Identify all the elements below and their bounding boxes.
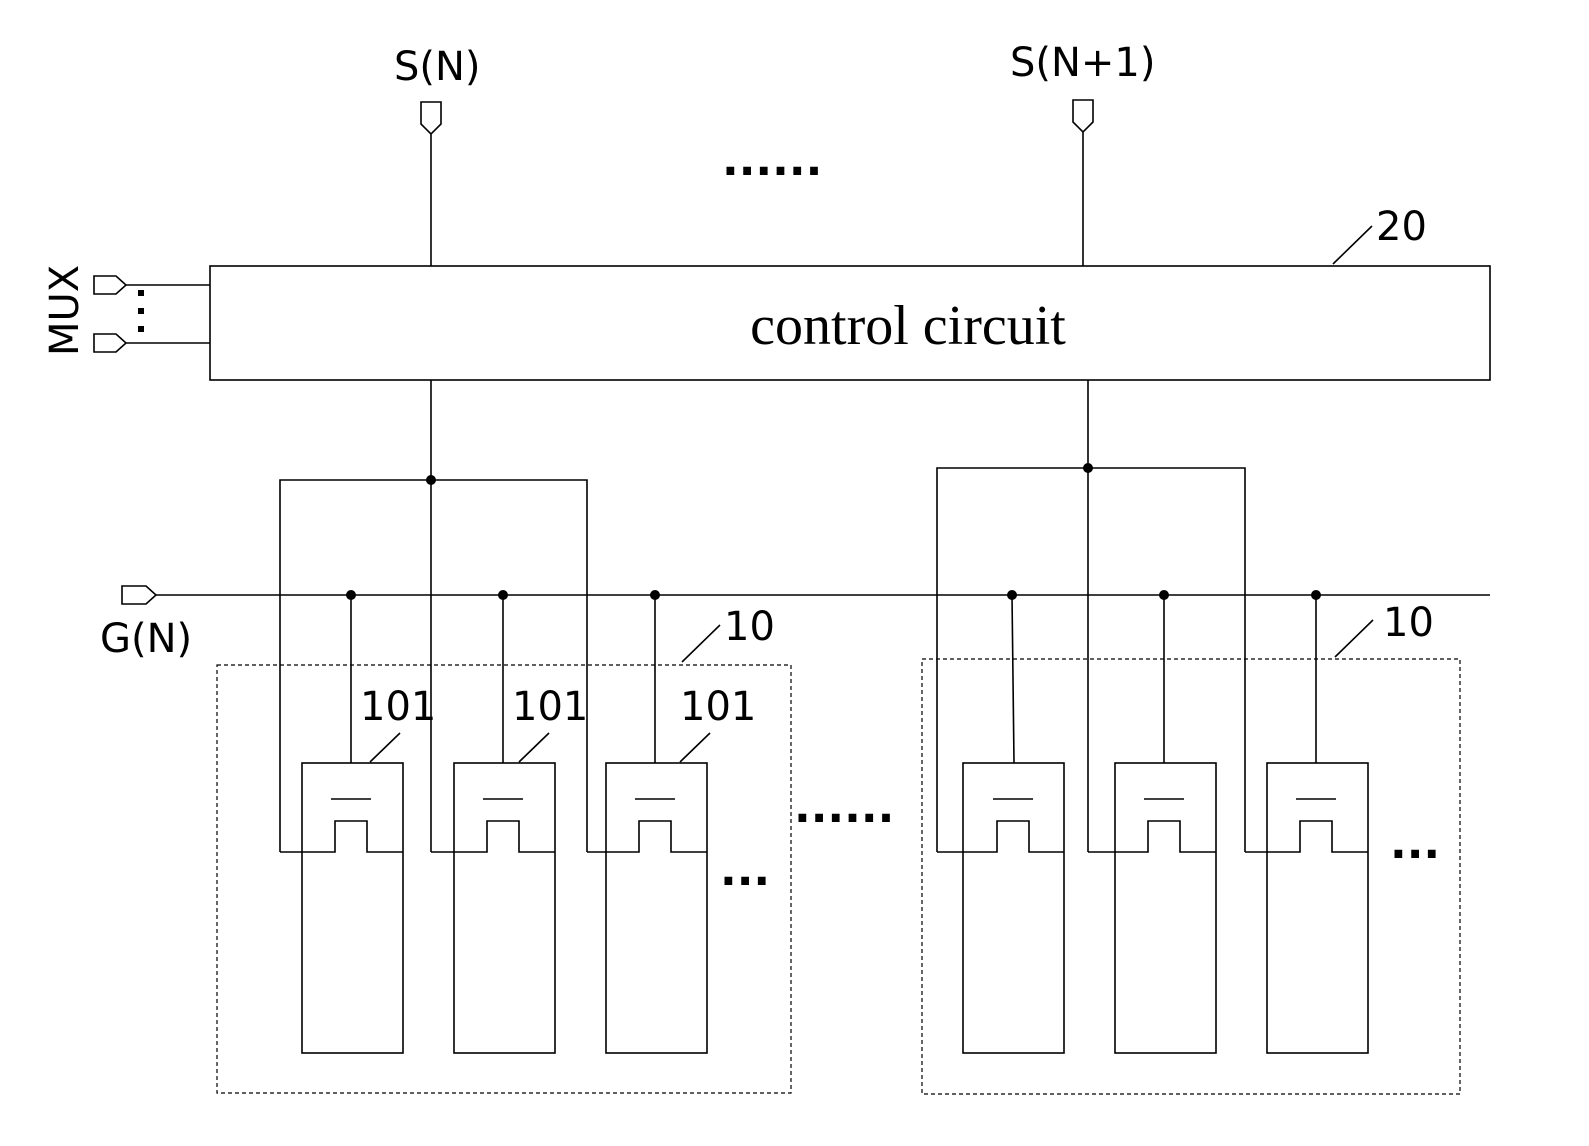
ref-label-101-b: 101	[512, 684, 588, 730]
top-ellipsis: ......	[722, 135, 822, 186]
subpixel-1c	[587, 590, 707, 1053]
ref-label-20: 20	[1376, 204, 1427, 250]
ref-label-101-c: 101	[680, 684, 756, 730]
control-circuit-label: control circuit	[750, 295, 1066, 357]
source-label-n: S(N)	[394, 44, 481, 90]
subpixel-1b	[431, 590, 555, 1053]
middle-ellipsis: ......	[794, 782, 894, 833]
ref-leader-10-a	[682, 625, 720, 662]
mux-label: MUX	[42, 265, 88, 356]
ref-label-101-a: 101	[360, 684, 436, 730]
source-terminal-n1	[1073, 100, 1093, 268]
ref-leader-10-b	[1335, 620, 1373, 657]
ref-leader-20	[1333, 226, 1372, 264]
gate-label-n: G(N)	[100, 616, 192, 662]
group-2-tail-ellipsis: ...	[1390, 818, 1440, 869]
gate-line	[122, 586, 1490, 604]
ref-label-10-a: 10	[724, 604, 775, 650]
ref-label-10-b: 10	[1383, 600, 1434, 646]
ref-leader-101-c	[680, 733, 710, 762]
group-1-tail-ellipsis: ...	[720, 845, 770, 896]
source-terminal-n	[421, 102, 441, 268]
mux-inputs	[94, 276, 210, 352]
subpixel-1a	[280, 590, 403, 1053]
ref-leader-101-a	[370, 733, 400, 762]
source-label-n1: S(N+1)	[1010, 40, 1156, 86]
ref-leader-101-b	[519, 733, 549, 762]
